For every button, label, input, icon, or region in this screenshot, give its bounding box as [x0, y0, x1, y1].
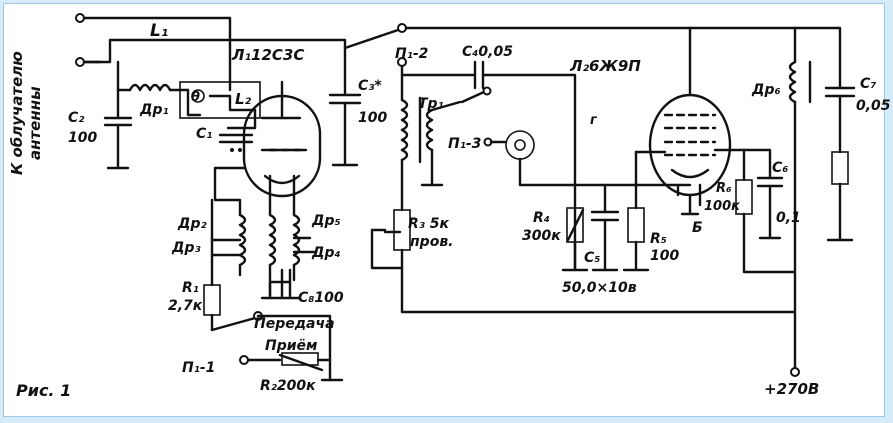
label-r3: R₃ 5к	[408, 216, 450, 232]
label-c5: C₅	[584, 250, 600, 266]
switch-p1-2	[343, 23, 797, 67]
label-dr5: Др₅	[311, 213, 341, 229]
antenna-feed	[75, 13, 237, 92]
tube-l2	[634, 26, 772, 216]
label-c7: C₇	[860, 76, 876, 92]
r4-resistor	[561, 207, 589, 272]
label-r5-value: 100	[650, 248, 679, 264]
power-terminal	[790, 367, 800, 377]
c3-capacitor	[328, 46, 362, 167]
heater-chokes	[210, 166, 317, 297]
label-theta: θ	[191, 90, 200, 105]
l1-line	[233, 38, 347, 50]
label-l2: L₂	[235, 90, 252, 108]
antenna-label-1: К облучателю	[8, 51, 26, 175]
label-g: г	[590, 113, 598, 128]
label-transmit: Передача	[254, 316, 335, 332]
label-c5-value: 50,0×10в	[562, 280, 637, 296]
r5-resistor	[622, 150, 650, 272]
switch-p1-3	[460, 86, 692, 187]
label-c8: C₈100	[298, 290, 344, 306]
label-c2-value: 100	[68, 130, 97, 146]
c1-capacitor	[218, 126, 257, 152]
label-r1: R₁	[182, 280, 199, 296]
c5-capacitor	[590, 183, 620, 272]
label-p1-2: П₁-2	[395, 46, 428, 62]
c2-capacitor	[103, 60, 133, 170]
r1-resistor	[203, 198, 221, 332]
label-dr3: Др₃	[171, 240, 201, 256]
figure-caption: Рис. 1	[16, 381, 71, 400]
label-c4: C₄0,05	[462, 44, 513, 60]
r3-potentiometer	[370, 209, 797, 314]
label-c6: C₆	[772, 160, 788, 176]
label-r2: R₂200к	[260, 378, 316, 394]
label-p1-3: П₁-3	[448, 136, 481, 152]
antenna-label-2: антенны	[26, 86, 44, 160]
label-r6: R₆	[716, 181, 732, 196]
label-receive: Приём	[265, 338, 318, 354]
dr6-choke	[788, 26, 812, 372]
label-c7-value: 0,05	[856, 98, 891, 114]
schematic-paper	[3, 3, 885, 417]
label-b: Б	[692, 220, 703, 236]
label-p1-1: П₁-1	[182, 360, 215, 376]
label-c2: C₂	[68, 110, 85, 126]
label-c1: C₁	[196, 126, 212, 142]
switch-p1-1	[210, 311, 344, 382]
label-c3-value: 100	[358, 110, 387, 126]
tube-l2-label: Л₂6Ж9П	[569, 57, 641, 75]
label-r3-note: пров.	[410, 234, 454, 250]
label-dr2: Др₂	[177, 216, 207, 232]
antenna-caption: К облучателю антенны	[8, 51, 44, 175]
label-r4: R₄	[533, 210, 550, 226]
label-dr1: Др₁	[139, 102, 169, 118]
l2-cavity	[179, 81, 261, 130]
label-c6-value: 0,1	[776, 210, 801, 226]
dr1-choke	[116, 83, 190, 92]
label-dr4: Др₄	[311, 245, 341, 261]
c7-capacitor	[793, 26, 856, 242]
label-r4-value: 300к	[522, 228, 561, 244]
label-dr6: Др₆	[751, 82, 781, 98]
c8-capacitor	[260, 268, 302, 300]
label-tr1: Тр₁	[418, 96, 444, 112]
label-r1-value: 2,7к	[168, 298, 203, 314]
tr1-transformer	[400, 73, 462, 212]
tube-l1-label: Л₁12С3С	[231, 46, 304, 64]
label-l1: L₁	[150, 21, 168, 41]
label-c3: C₃*	[358, 78, 382, 94]
tube-l1	[242, 80, 322, 198]
label-r5: R₅	[650, 231, 667, 247]
label-r6-value: 100к	[704, 199, 741, 214]
r6-c6	[735, 148, 797, 274]
power-label: +270В	[764, 380, 819, 398]
